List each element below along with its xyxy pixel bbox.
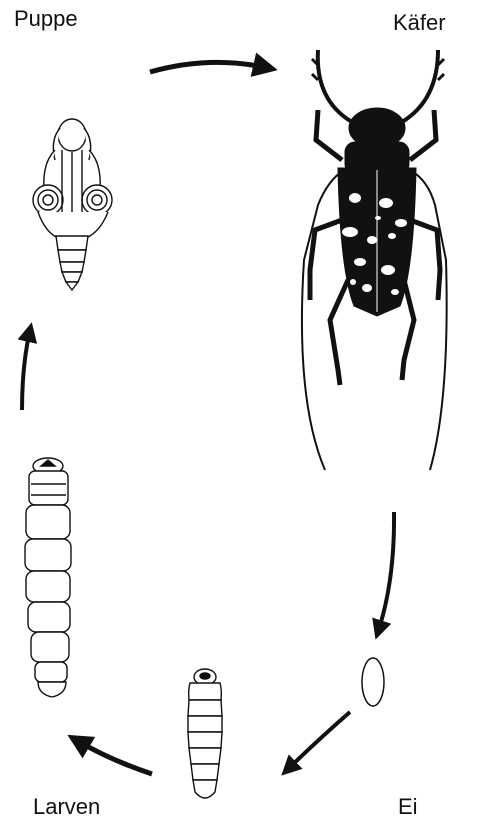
arrow-larva-to-pupa	[22, 330, 30, 410]
arrow-egg-to-larva	[287, 712, 350, 770]
beetle-illustration	[302, 50, 447, 470]
arrow-beetle-to-egg	[378, 512, 394, 632]
small-larva-illustration	[188, 669, 222, 798]
arrow-larva-to-larvae	[76, 740, 152, 774]
pupa-illustration	[33, 119, 112, 290]
egg-illustration	[362, 658, 384, 706]
large-larva-illustration	[25, 458, 71, 697]
arrow-pupa-to-beetle	[150, 62, 268, 72]
